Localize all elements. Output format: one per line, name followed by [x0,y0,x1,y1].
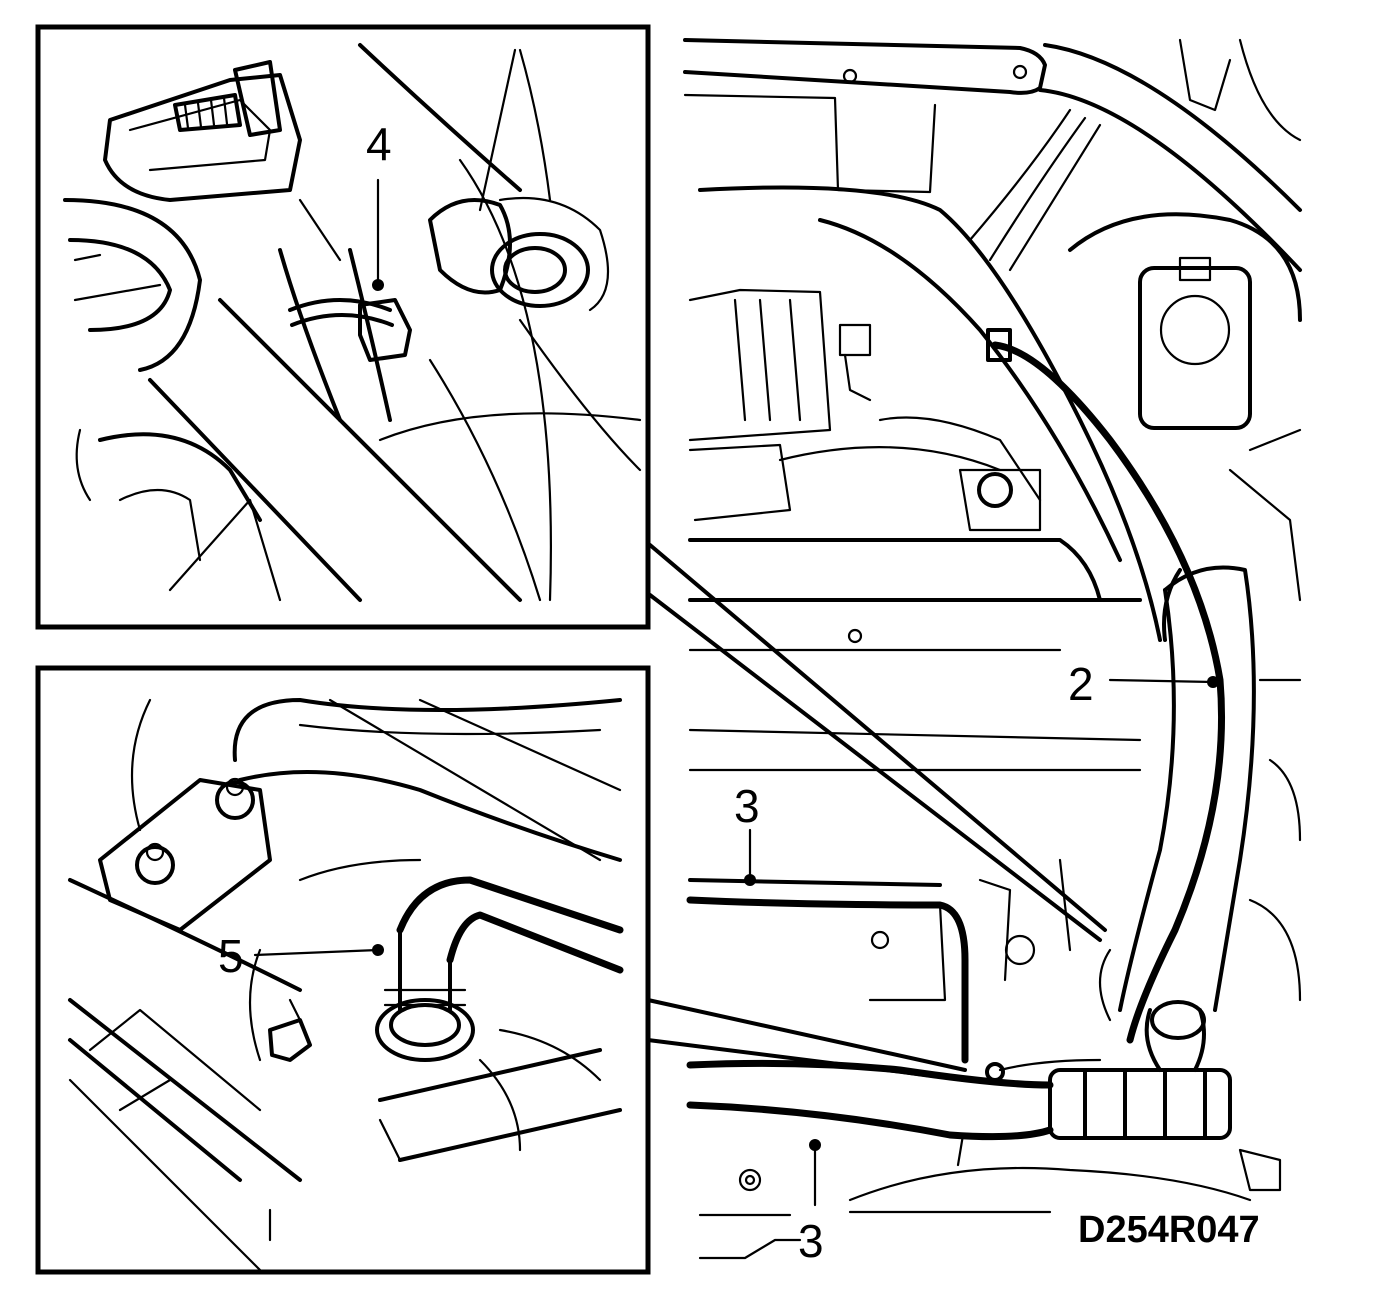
callout-label-3-upper: 3 [734,780,760,832]
leader-2 [1108,678,1215,684]
callout-leaders [253,178,1219,1207]
leader-5 [253,948,380,957]
callout-label-5: 5 [218,930,244,982]
inset-clamp-5-detail [68,698,624,1272]
inset-clamp-5 [35,665,651,1275]
inset-clamp-4-detail [63,43,642,602]
callout-label-4: 4 [366,118,392,170]
callout-label-3-lower: 3 [798,1215,824,1267]
main-engine-view [646,38,1302,1260]
callout-label-2: 2 [1068,658,1094,710]
figure-code: D254R047 [1078,1209,1260,1251]
